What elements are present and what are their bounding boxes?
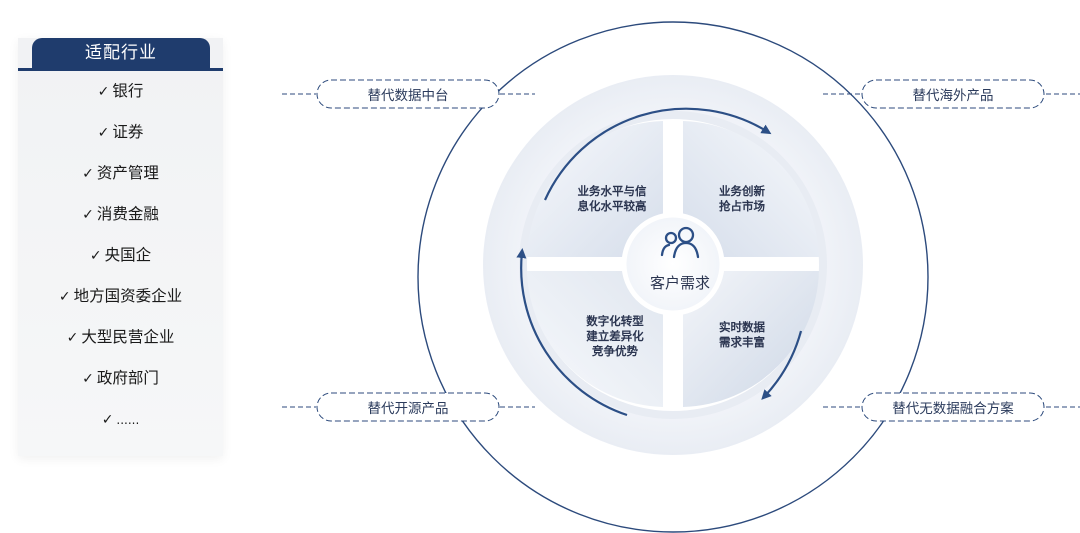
quadrant-text-bottom-left: 数字化转型建立差异化竞争优势: [586, 314, 644, 358]
pill-replace-overseas: [861, 79, 1045, 109]
center-circle: [621, 212, 725, 316]
industry-item: ✓资产管理: [82, 164, 159, 182]
outer-ring: [417, 21, 929, 533]
check-icon: ✓: [97, 84, 110, 100]
industry-item: ✓银行: [97, 82, 144, 100]
check-icon: ✓: [97, 125, 110, 141]
cycle-arrow-top: [543, 107, 772, 201]
industry-panel-title: 适配行业: [32, 38, 210, 68]
industry-item: ✓央国企: [89, 246, 152, 264]
quadrant-top-right: [683, 121, 819, 257]
check-icon: ✓: [82, 166, 94, 182]
pill-label-bottom-right: 替代无数据融合方案: [892, 401, 1014, 417]
industry-item: ✓地方国资委企业: [58, 287, 183, 305]
industry-item: ✓政府部门: [82, 369, 159, 387]
quadrant-text-top-left: 业务水平与信息化水平较高: [577, 184, 647, 213]
cycle-arrow-left: [516, 248, 628, 417]
pill-label-top-right: 替代海外产品: [912, 88, 994, 104]
quadrant-top-left: [527, 121, 663, 257]
center-label: 客户需求: [649, 274, 710, 292]
check-icon: ✓: [89, 248, 102, 264]
industry-panel: [18, 38, 223, 456]
quadrant-bottom-right: [683, 271, 819, 407]
industry-title-divider: [18, 68, 223, 71]
quadrant-text-bottom-right: 实时数据需求丰富: [719, 320, 765, 349]
pill-label-top-left: 替代数据中台: [367, 88, 449, 104]
quadrant-text-top-right: 业务创新抢占市场: [719, 184, 765, 213]
quadrant-bottom-left: [527, 271, 663, 407]
pill-replace-no-fusion: [861, 392, 1045, 422]
check-icon: ✓: [82, 371, 94, 387]
industry-list: ✓银行 ✓证券 ✓资产管理 ✓消费金融 ✓央国企 ✓地方国资委企业 ✓大型民营企…: [18, 76, 223, 445]
industry-item: ✓证券: [97, 123, 144, 141]
pill-replace-data-platform: [316, 79, 500, 109]
industry-item: ✓大型民营企业: [66, 328, 175, 346]
industry-item: ✓消费金融: [82, 205, 159, 223]
check-icon: ✓: [101, 412, 114, 428]
industry-item: ✓......: [101, 412, 140, 428]
check-icon: ✓: [58, 289, 71, 305]
pill-replace-open-source: [316, 392, 500, 422]
check-icon: ✓: [66, 330, 79, 346]
users-icon: [660, 226, 700, 259]
check-icon: ✓: [82, 207, 94, 223]
cycle-arrow-bottom-right: [761, 330, 803, 400]
pill-label-bottom-left: 替代开源产品: [367, 401, 449, 417]
